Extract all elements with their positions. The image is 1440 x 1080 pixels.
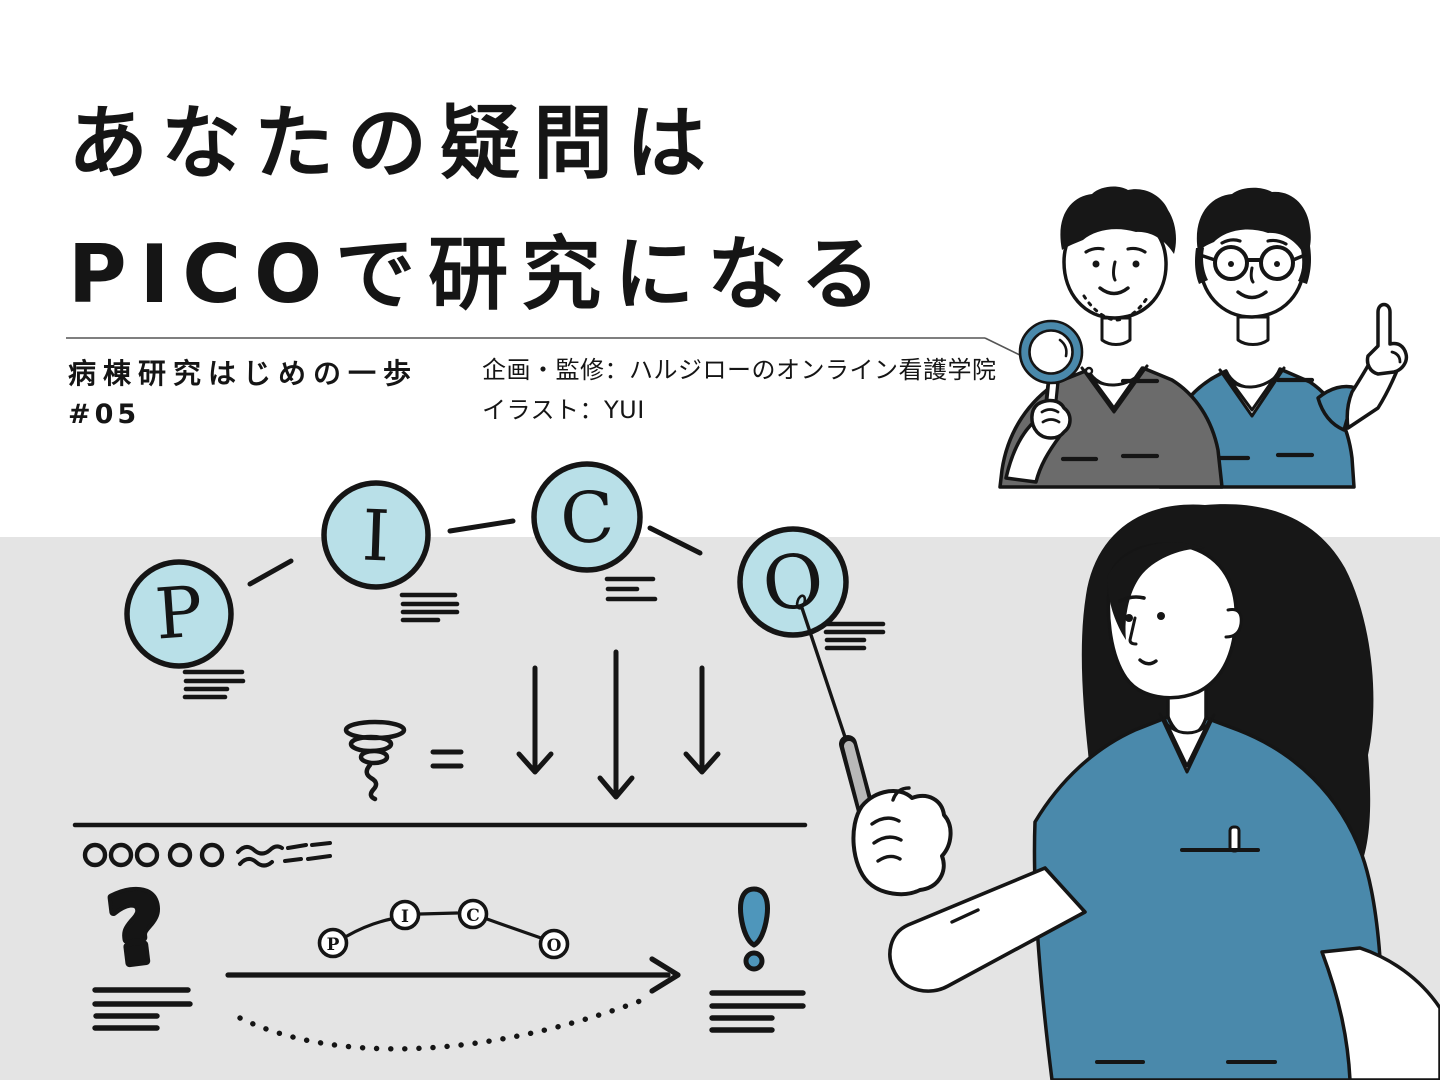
woman-ear	[1224, 608, 1243, 639]
mini-pico-letter-c: C	[466, 906, 480, 926]
note-lines-c	[604, 576, 658, 602]
pico-circle-i: I	[321, 480, 431, 590]
pico-letter-p: P	[153, 570, 206, 655]
exclamation-note-lines	[709, 990, 806, 1033]
down-arrows	[516, 649, 721, 800]
series-name: 病棟研究はじめの一歩	[68, 357, 419, 390]
note-lines-i	[399, 592, 460, 623]
scrub-pocket-stitches	[1060, 378, 1160, 462]
credit-planning: 企画・監修：ハルジローのオンライン看護学院	[482, 356, 997, 384]
glasses-icon	[1201, 245, 1307, 281]
page-title: あなたの疑問は PICOで研究になる	[68, 78, 893, 340]
mini-pico-circle-i	[389, 899, 421, 931]
scribble-text-lines	[236, 841, 332, 868]
dotted-arc-arrow	[237, 995, 651, 1052]
series-label: 病棟研究はじめの一歩 #05	[68, 352, 418, 430]
note-lines-p	[182, 669, 246, 700]
episode-number: #05	[68, 399, 141, 430]
bullet-circles-row	[82, 842, 225, 868]
mini-pico-letter-i: I	[401, 907, 409, 927]
eye-right	[1157, 612, 1165, 620]
woman-right-arm	[1320, 946, 1440, 1080]
mini-pico-circle-c	[457, 898, 489, 930]
nurse-woman-illustration	[851, 504, 1440, 1080]
pointer-tip-icon	[795, 594, 807, 610]
mini-pico-letter-p: P	[327, 935, 340, 955]
woman-hand-grip	[851, 789, 953, 897]
pico-letter-c: C	[558, 476, 616, 561]
tornado-scribble-icon	[343, 719, 407, 802]
hand-finger-lines	[870, 786, 980, 924]
mini-pico-circle-p	[317, 927, 349, 959]
woman-face-features	[1118, 595, 1165, 666]
question-note-lines	[92, 987, 193, 1031]
woman-scrub-top	[1032, 715, 1385, 1080]
equals-sign	[430, 749, 464, 769]
pico-connector-lines	[247, 518, 703, 587]
nurses-duo-illustration	[998, 186, 1409, 489]
smile-mouth	[1098, 286, 1130, 296]
face-features	[1082, 246, 1149, 322]
pico-circle-p: P	[124, 559, 234, 669]
title-line-2: PICOで研究になる	[68, 228, 894, 322]
woman-hair-fringe	[1107, 542, 1205, 640]
pico-circle-o: O	[737, 526, 849, 638]
flow-arrow	[225, 956, 681, 994]
pointing-hand-icon	[1365, 302, 1409, 376]
eyebrow	[1118, 595, 1146, 603]
woman-chest-pocket	[1180, 825, 1260, 853]
pico-whiteboard-diagram: P I C O	[72, 461, 886, 1052]
hair	[1196, 187, 1311, 258]
hair	[1060, 186, 1176, 254]
pico-letter-o: O	[758, 537, 827, 629]
smile-mouth	[1138, 658, 1158, 666]
question-mark: ?	[102, 870, 171, 988]
mini-pico-circle-o	[538, 928, 570, 960]
nose	[1128, 616, 1138, 646]
eye-left	[1125, 614, 1133, 622]
pen-icon	[1228, 825, 1241, 853]
stubble-beard	[1082, 294, 1149, 322]
note-lines-o	[822, 621, 886, 651]
smile-mouth	[1236, 290, 1268, 300]
mini-pico-letter-o: O	[547, 936, 562, 956]
neck	[1236, 315, 1270, 346]
woman-forearm	[888, 866, 1087, 993]
male-nurse-gray	[998, 186, 1224, 489]
neck	[1100, 316, 1132, 346]
mini-pico-connectors	[345, 911, 543, 940]
mini-pico-diagram: P I C O	[317, 898, 570, 960]
title-line-1: あなたの疑問は	[68, 97, 719, 190]
pico-circle-c: C	[531, 461, 643, 573]
credits: 企画・監修：ハルジローのオンライン看護学院 イラスト：YUI	[482, 350, 997, 430]
credit-illustration: イラスト：YUI	[482, 396, 645, 424]
exclamation-mark	[738, 886, 770, 972]
pico-letter-i: I	[361, 495, 392, 578]
face-features	[1220, 238, 1288, 300]
